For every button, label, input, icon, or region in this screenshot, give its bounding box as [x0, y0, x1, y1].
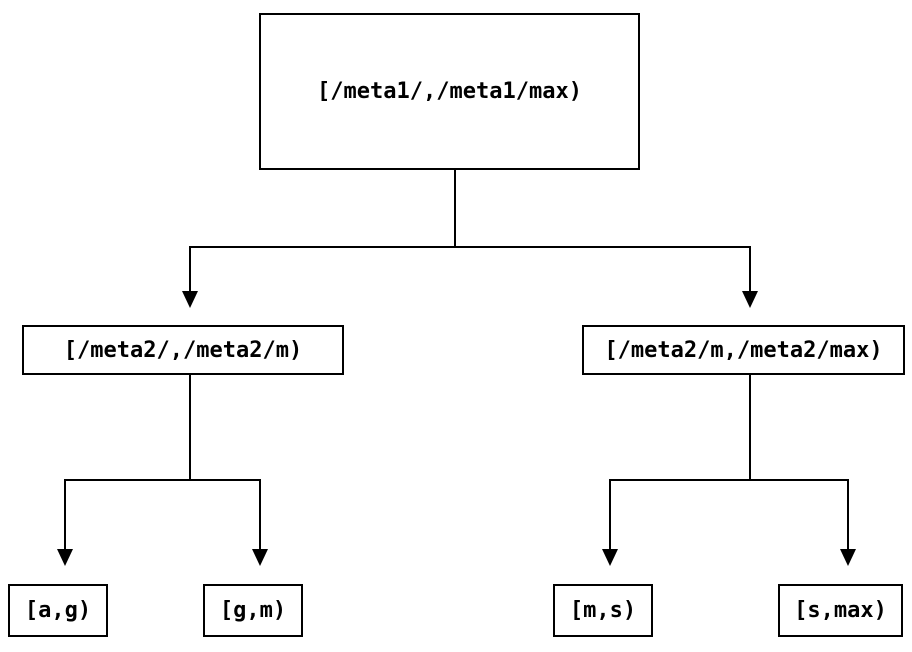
arrow-down-icon [742, 291, 758, 308]
tree-leaf-a-g: [a,g) [8, 584, 108, 637]
tree-node-root: [/meta1/,/meta1/max) [259, 13, 640, 170]
tree-leaf-s-max: [s,max) [778, 584, 903, 637]
arrow-down-icon [57, 549, 73, 566]
arrow-down-icon [840, 549, 856, 566]
arrow-down-icon [252, 549, 268, 566]
tree-node-meta2-lower: [/meta2/,/meta2/m) [22, 325, 344, 375]
tree-leaf-m-s: [m,s) [553, 584, 653, 637]
arrow-down-icon [602, 549, 618, 566]
tree-node-meta2-upper: [/meta2/m,/meta2/max) [582, 325, 905, 375]
arrow-down-icon [182, 291, 198, 308]
tree-leaf-g-m: [g,m) [203, 584, 303, 637]
